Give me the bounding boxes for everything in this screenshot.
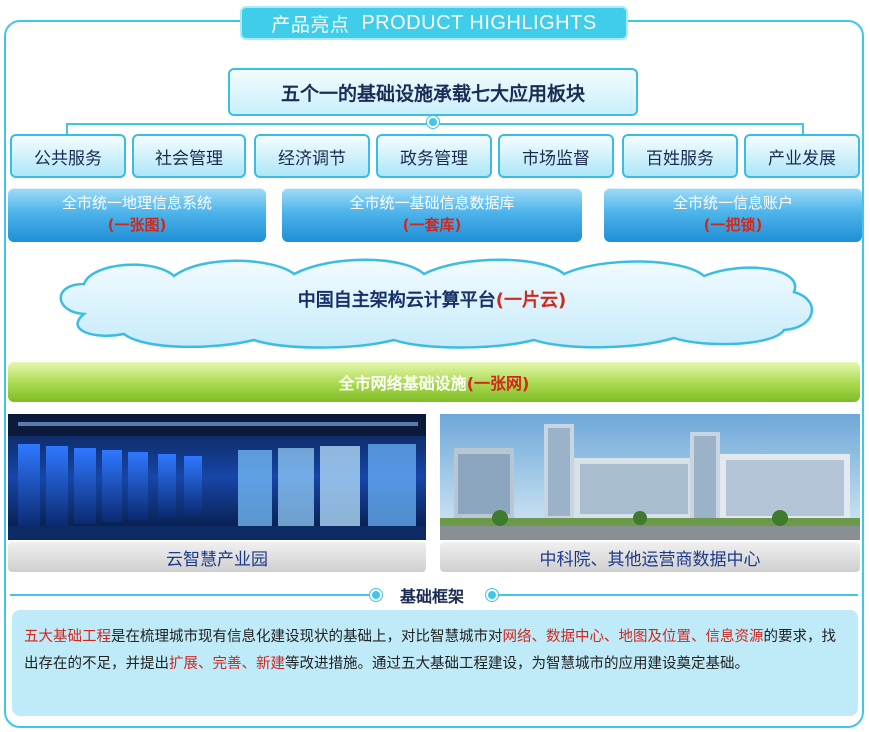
system-geo-info-tag: (一张图) [107, 216, 167, 234]
datacenter-photo [8, 414, 426, 540]
system-database-label: 全市统一基础信息数据库 [349, 194, 515, 212]
system-database-tag: (一套库) [402, 216, 462, 234]
system-account-tag: (一把锁) [703, 216, 763, 234]
system-geo-info-label: 全市统一地理信息系统 [61, 194, 212, 212]
page-title: 产品亮点 PRODUCT HIGHLIGHTS [240, 6, 628, 40]
cloud-label-text: 中国自主架构云计算平台 [297, 290, 496, 311]
description-box: 五大基础工程是在梳理城市现有信息化建设现状的基础上，对比智慧城市对网络、数据中心… [12, 610, 858, 716]
sector-social-management: 社会管理 [132, 134, 246, 178]
system-account: 全市统一信息账户 (一把锁) [604, 188, 862, 242]
building-photo [440, 414, 860, 540]
network-tag: (一张网) [466, 374, 530, 393]
connector-right-drop [802, 123, 804, 135]
cloud-label-tag: (一片云) [495, 290, 567, 311]
desc-text-3: 等改进措施。通过五大基础工程建设，为智慧城市的应用建设奠定基础。 [285, 656, 749, 672]
cloud-label: 中国自主架构云计算平台(一片云) [44, 286, 820, 312]
sector-economic-regulation: 经济调节 [254, 134, 370, 178]
connector-dot [427, 116, 439, 128]
caption-datacenter: 云智慧产业园 [8, 542, 426, 572]
desc-text-2: 的要求，找出存在的不足，并提出 [24, 629, 836, 672]
sector-citizen-service: 百姓服务 [622, 134, 738, 178]
sector-public-service: 公共服务 [10, 134, 126, 178]
connector-left-drop [66, 123, 68, 135]
section-title: 基础框架 [399, 587, 464, 606]
caption-building: 中科院、其他运营商数据中心 [440, 542, 860, 572]
system-geo-info: 全市统一地理信息系统 (一张图) [8, 188, 266, 242]
top-box: 五个一的基础设施承载七大应用板块 [228, 68, 638, 116]
desc-highlight-1: 五大基础工程 [24, 629, 111, 645]
title-en: PRODUCT HIGHLIGHTS [361, 11, 597, 34]
sector-industry-development: 产业发展 [744, 134, 860, 178]
system-database: 全市统一基础信息数据库 (一套库) [282, 188, 582, 242]
system-account-label: 全市统一信息账户 [672, 194, 793, 212]
desc-highlight-3: 扩展、完善、新建 [169, 656, 285, 672]
section-dot-right [486, 589, 498, 601]
section-line-left [10, 594, 374, 596]
desc-text-1: 是在梳理城市现有信息化建设现状的基础上，对比智慧城市对 [111, 629, 503, 645]
desc-highlight-2: 网络、数据中心、地图及位置、信息资源 [502, 629, 764, 645]
sector-government-affairs: 政务管理 [376, 134, 492, 178]
cloud-shape [59, 258, 814, 349]
network-bar: 全市网络基础设施(一张网) [8, 362, 860, 402]
network-label: 全市网络基础设施 [338, 374, 467, 393]
sector-market-supervision: 市场监督 [498, 134, 614, 178]
section-dot-left [370, 589, 382, 601]
section-line-right [492, 594, 858, 596]
title-cn: 产品亮点 [271, 13, 350, 36]
